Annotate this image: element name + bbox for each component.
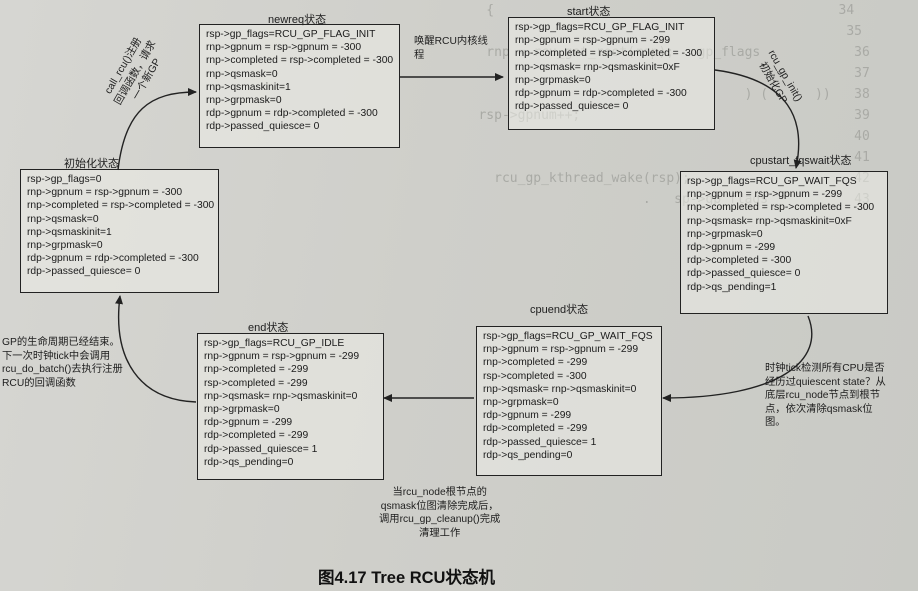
state-line: rnp->gpnum = rsp->gpnum = -300 [27,187,183,199]
state-line: rnp->completed = rsp->completed = -300 [687,202,875,214]
state-line: rdp->completed = -299 [204,430,309,442]
figure-caption: 图4.17 Tree RCU状态机 [318,569,495,587]
state-line: rnp->qsmask=0 [27,213,99,225]
state-line: rnp->grpmask=0 [204,404,280,416]
state-line: rnp->qsmask= rnp->qsmaskinit=0xF [515,61,680,73]
arrow-cpustart-to-cpuend [662,315,813,402]
state-line: rdp->passed_quiesce= 0 [206,121,320,133]
note-line: 点，依次清除qsmask位 [765,403,873,415]
state-title-cpuend: cpuend状态 [530,304,589,316]
state-title-end: end状态 [248,322,289,334]
state-line: rsp->gp_flags=RCU_GP_IDLE [204,338,345,349]
state-line: rsp->gp_flags=RCU_GP_WAIT_FQS [483,331,653,342]
state-line: rsp->gp_flags=RCU_GP_FLAG_INIT [515,22,685,33]
note-line: GP的生命周期已经结束。 [2,337,120,348]
state-line: rdp->passed_quiesce= 1 [204,443,318,455]
note-line: 图。 [765,417,786,428]
state-line: rdp->gpnum = -299 [687,242,776,254]
state-line: rsp->gp_flags=RCU_GP_FLAG_INIT [206,29,376,40]
state-title-init: 初始化状态 [64,158,119,170]
note-line: 底层rcu_node节点到根节 [765,390,881,401]
state-line: rnp->qsmask= rnp->qsmaskinit=0 [204,390,358,402]
note-tick-check: 时钟tick检测所有CPU是否经历过quiescent state？从底层rcu… [765,362,886,430]
state-box-cpuend: rsp->gp_flags=RCU_GP_WAIT_FQS rnp->gpnum … [476,326,662,476]
state-line: rnp->gpnum = rsp->gpnum = -299 [687,189,843,201]
state-line: rdp->passed_quiesce= 0 [515,101,629,113]
state-line: rsp->completed = -299 [204,377,308,389]
note-line: 程 [414,49,425,61]
state-line: rnp->grpmask=0 [483,397,559,409]
state-line: rnp->qsmask=0 [206,68,278,80]
state-line: rnp->qsmaskinit=1 [27,226,112,238]
note-line: 当rcu_node根节点的 [392,487,487,498]
note-line: 清理工作 [419,527,461,539]
state-line: rnp->completed = rsp->completed = -300 [206,55,394,67]
note-line: 经历过quiescent state？从 [765,376,886,388]
state-line: rdp->gpnum = -299 [483,410,572,422]
state-line: rnp->qsmask= rnp->qsmaskinit=0 [483,383,637,395]
note-line: RCU的回调函数 [2,377,76,389]
state-box-cpustart: rsp->gp_flags=RCU_GP_WAIT_FQS rnp->gpnum … [680,171,888,314]
state-line: rnp->completed = rsp->completed = -300 [27,200,215,212]
state-line: rsp->gp_flags=RCU_GP_WAIT_FQS [687,176,857,187]
state-line: rnp->qsmaskinit=1 [206,81,291,93]
state-line: rdp->gpnum = rdp->completed = -300 [27,253,199,265]
note-line: qsmask位图清除完成后， [380,500,499,512]
note-wake-kthread: 唤醒RCU内核线程 [414,35,488,62]
state-line: rnp->grpmask=0 [515,74,591,86]
state-box-end: rsp->gp_flags=RCU_GP_IDLE rnp->gpnum = rs… [197,333,384,480]
state-line: rdp->passed_quiesce= 1 [483,436,597,448]
note-line: 唤醒RCU内核线 [414,36,488,47]
state-title-newreq: newreq状态 [268,14,327,26]
note-cleanup: 当rcu_node根节点的 qsmask位图清除完成后， 调用rcu_gp_clea… [379,486,500,540]
state-line: rnp->grpmask=0 [687,228,763,240]
state-line: rsp->gp_flags=0 [27,174,102,185]
state-line: rnp->completed = rsp->completed = -300 [515,48,703,60]
note-line: rcu_do_batch()去执行注册 [2,364,123,375]
note-line: 下一次时钟tick中会调用 [2,350,111,362]
state-line: rdp->passed_quiesce= 0 [27,266,141,278]
state-box-start: rsp->gp_flags=RCU_GP_FLAG_INIT rnp->gpnum… [508,17,715,130]
state-line: rdp->completed = -299 [483,423,588,435]
state-line: rsp->completed = -300 [483,370,587,382]
arrow-init-to-newreq [117,88,197,171]
state-line: rdp->passed_quiesce= 0 [687,268,801,280]
state-line: rnp->gpnum = rsp->gpnum = -300 [206,42,362,54]
state-line: rnp->grpmask=0 [206,95,282,107]
state-box-init: rsp->gp_flags=0 rnp->gpnum = rsp->gpnum =… [20,169,219,293]
arrow-start-to-cpustart [714,69,802,169]
note-line: 调用rcu_gp_cleanup()完成 [379,514,501,525]
state-line: rnp->qsmask= rnp->qsmaskinit=0xF [687,215,852,227]
state-line: rnp->completed = -299 [483,357,588,369]
state-title-cpustart: cpustart_fqswait状态 [750,155,852,167]
state-line: rnp->gpnum = rsp->gpnum = -299 [483,344,639,356]
arrow-end-to-init [115,295,197,403]
state-line: rnp->completed = -299 [204,364,309,376]
note-gp-end: GP的生命周期已经结束。下一次时钟tick中会调用 rcu_do_batch()去… [2,336,123,390]
state-line: rdp->qs_pending=1 [687,281,777,293]
state-line: rdp->qs_pending=0 [204,456,294,468]
state-line: rnp->gpnum = rsp->gpnum = -299 [515,35,671,47]
state-box-newreq: rsp->gp_flags=RCU_GP_FLAG_INIT rnp->gpnum… [199,24,400,148]
state-line: rdp->gpnum = rdp->completed = -300 [206,108,378,120]
state-line: rdp->qs_pending=0 [483,449,573,461]
state-title-start: start状态 [567,6,611,18]
note-line: 时钟tick检测所有CPU是否 [765,363,885,374]
state-line: rnp->grpmask=0 [27,240,103,252]
state-line: rdp->gpnum = rdp->completed = -300 [515,88,687,100]
state-line: rnp->gpnum = rsp->gpnum = -299 [204,351,360,363]
state-line: rdp->gpnum = -299 [204,417,293,429]
state-line: rdp->completed = -300 [687,255,792,267]
